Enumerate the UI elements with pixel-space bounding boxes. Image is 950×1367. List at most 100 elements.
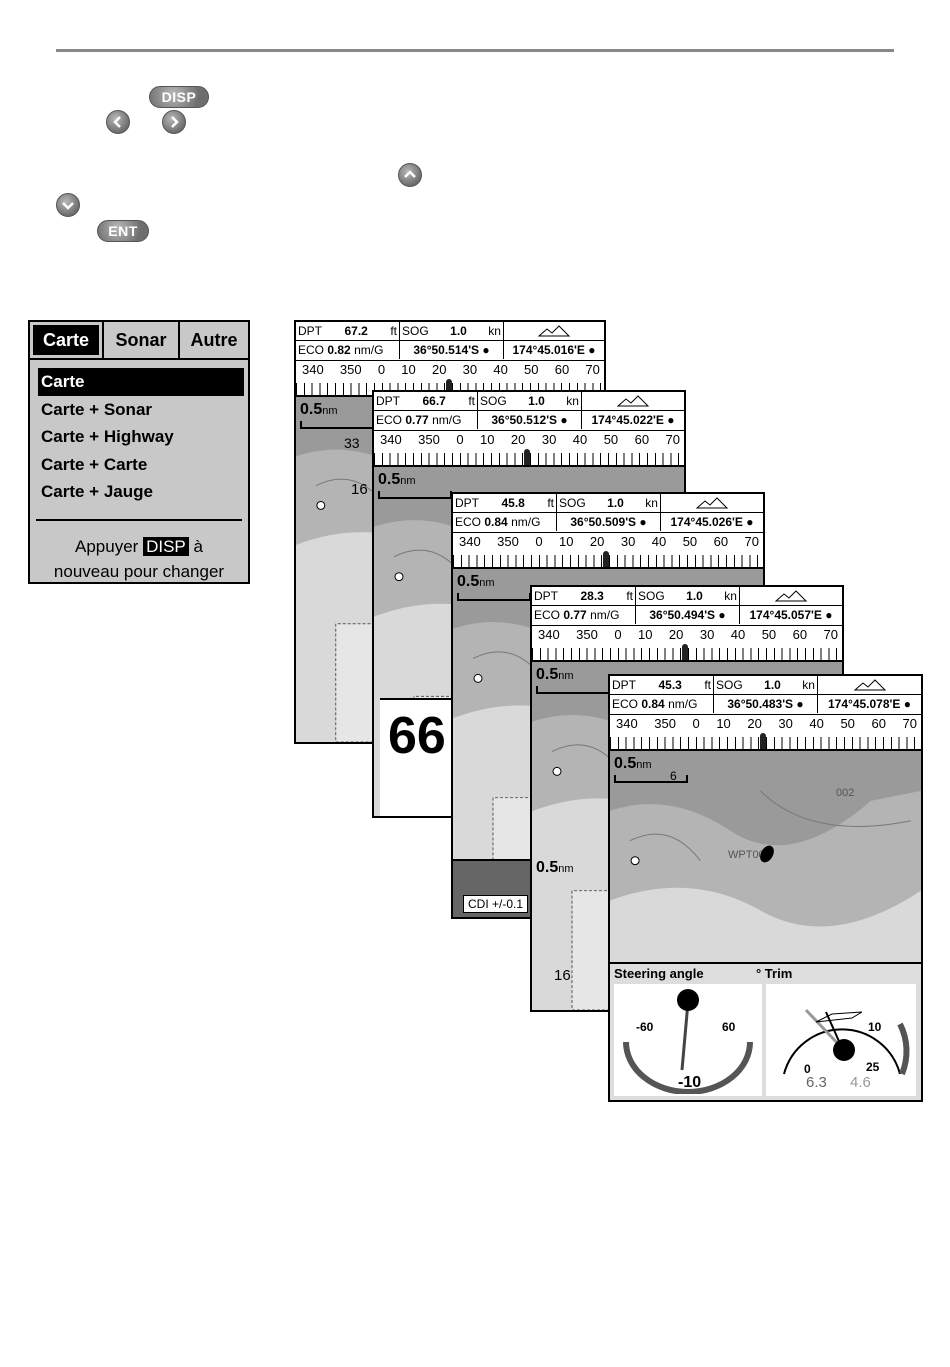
compass-tick-label: 60 — [634, 432, 650, 447]
eco-label: ECO — [455, 515, 482, 529]
up-arrow-key-icon — [398, 163, 422, 187]
compass-tick-label: 40 — [651, 534, 667, 549]
trim-mark-10: 10 — [868, 1020, 882, 1034]
compass-tick-label: 40 — [493, 362, 508, 377]
compass-tick-label: 340 — [616, 716, 638, 731]
down-arrow-key-icon — [56, 193, 80, 217]
trim-gauge: 10 0 25 6.3 4.6 — [766, 984, 916, 1096]
menu-item-carte-carte[interactable]: Carte + Carte — [41, 454, 148, 474]
compass-tick-label: 30 — [778, 716, 793, 731]
data-header: DPT 45.8 ft SOG 1.0 kn ECO 0.84 nm/G 36°… — [453, 494, 763, 533]
gps-icon: ● — [900, 697, 911, 711]
tab-sonar[interactable]: Sonar — [102, 322, 178, 358]
longitude: 174°45.078'E — [828, 697, 901, 711]
dpt-value: 66.7 — [422, 394, 446, 408]
compass-tick-label: 40 — [809, 716, 824, 731]
compass-tick-label: 10 — [716, 716, 731, 731]
compass-tick-label: 350 — [339, 362, 362, 377]
sonar-depth-readout: 66 — [388, 707, 446, 765]
menu-item-carte-highway[interactable]: Carte + Highway — [41, 427, 174, 446]
latitude: 36°50.514'S — [413, 343, 480, 357]
eco-unit: nm/G — [354, 343, 384, 357]
trim-value-1: 6.3 — [806, 1074, 827, 1091]
sog-unit: kn — [724, 589, 737, 603]
compass-tick-label: 70 — [585, 362, 600, 377]
menu-item-carte-jauge[interactable]: Carte + Jauge — [41, 482, 153, 501]
weather-icon — [537, 325, 571, 337]
compass-tick-label: 350 — [418, 432, 440, 447]
trim-mark-25: 25 — [866, 1060, 880, 1074]
menu-item-carte-sonar[interactable]: Carte + Sonar — [41, 399, 153, 419]
dpt-unit: ft — [390, 324, 397, 338]
longitude: 174°45.022'E — [591, 413, 664, 427]
sog-value: 1.0 — [764, 678, 781, 692]
dpt-unit: ft — [468, 394, 475, 408]
steering-dial — [623, 989, 753, 1095]
dpt-value: 45.8 — [501, 496, 525, 510]
menu-hint: Appuyer DISP à nouveau pour changer — [30, 534, 248, 584]
compass-tick-label: 10 — [638, 627, 653, 642]
trim-mark-0: 0 — [804, 1062, 811, 1076]
hint-disp-key: DISP — [143, 537, 189, 556]
steer-min: -60 — [636, 1020, 654, 1034]
scale-value: 0.5 — [614, 755, 637, 772]
display-menu: Carte Sonar Autre Carte Carte + Sonar Ca… — [28, 320, 250, 584]
eco-value: 0.84 — [641, 697, 665, 711]
dpt-label: DPT — [455, 496, 479, 510]
latitude: 36°50.512'S — [491, 413, 558, 427]
eco-value: 0.82 — [327, 343, 351, 357]
sog-unit: kn — [802, 678, 815, 692]
tab-carte[interactable]: Carte — [30, 322, 102, 358]
eco-value: 0.77 — [563, 608, 587, 622]
eco-unit: nm/G — [511, 515, 541, 529]
scale-value: 0.5 — [457, 573, 480, 590]
compass-tick-label: 0 — [456, 432, 464, 447]
compass-tick-label: 40 — [572, 432, 588, 447]
hint-text-end: à — [193, 537, 203, 556]
left-arrow-key-icon — [106, 110, 130, 134]
sog-unit: kn — [488, 324, 501, 338]
sog-label: SOG — [638, 589, 665, 603]
map-scale: 0.5nm — [457, 573, 531, 601]
compass-tick-label: 350 — [497, 534, 519, 549]
gps-icon: ● — [557, 413, 568, 427]
compass-tick-label: 340 — [302, 362, 324, 377]
secondary-map-scale: 0.5nm — [536, 859, 574, 877]
scale-value: 0.5 — [536, 859, 559, 876]
eco-label: ECO — [298, 343, 325, 357]
chart-screen-5: DPT 45.3 ft SOG 1.0 kn ECO 0.84 nm/G 36°… — [608, 674, 923, 1102]
menu-item-carte[interactable]: Carte — [38, 368, 244, 396]
compass-tick-label: 0 — [614, 627, 622, 642]
compass-tick-label: 10 — [559, 534, 574, 549]
latitude: 36°50.494'S — [649, 608, 716, 622]
dpt-unit: ft — [547, 496, 554, 510]
compass-tick-label: 60 — [554, 362, 570, 377]
compass-tick-label: 0 — [377, 362, 386, 377]
compass-tick-label: 60 — [871, 716, 886, 731]
map-scale: 0.5nm — [300, 401, 374, 429]
trim-label: ° Trim — [756, 966, 793, 981]
compass-tick-label: 350 — [576, 627, 598, 642]
heading-needle — [446, 379, 452, 395]
compass-tick-label: 20 — [589, 534, 605, 549]
scale-unit: nm — [558, 670, 574, 682]
gps-icon: ● — [742, 515, 754, 529]
sog-label: SOG — [480, 394, 507, 408]
trim-dial — [783, 1008, 910, 1076]
sog-label: SOG — [402, 324, 429, 338]
compass-tick-label: 50 — [682, 534, 698, 549]
longitude: 174°45.016'E — [512, 343, 585, 357]
scale-unit: nm — [400, 475, 416, 487]
right-arrow-key-icon — [162, 110, 186, 134]
map-scale: 0.5nm — [536, 666, 610, 694]
compass-tick-label: 340 — [538, 627, 560, 642]
data-header: DPT 28.3 ft SOG 1.0 kn ECO 0.77 nm/G 36°… — [532, 587, 842, 626]
hint-line2: nouveau pour changer — [53, 562, 225, 581]
compass-tick-label: 340 — [459, 534, 481, 549]
tab-autre[interactable]: Autre — [178, 322, 248, 358]
data-header: DPT 67.2 ft SOG 1.0 kn ECO 0.82 nm/G 36°… — [296, 322, 604, 361]
